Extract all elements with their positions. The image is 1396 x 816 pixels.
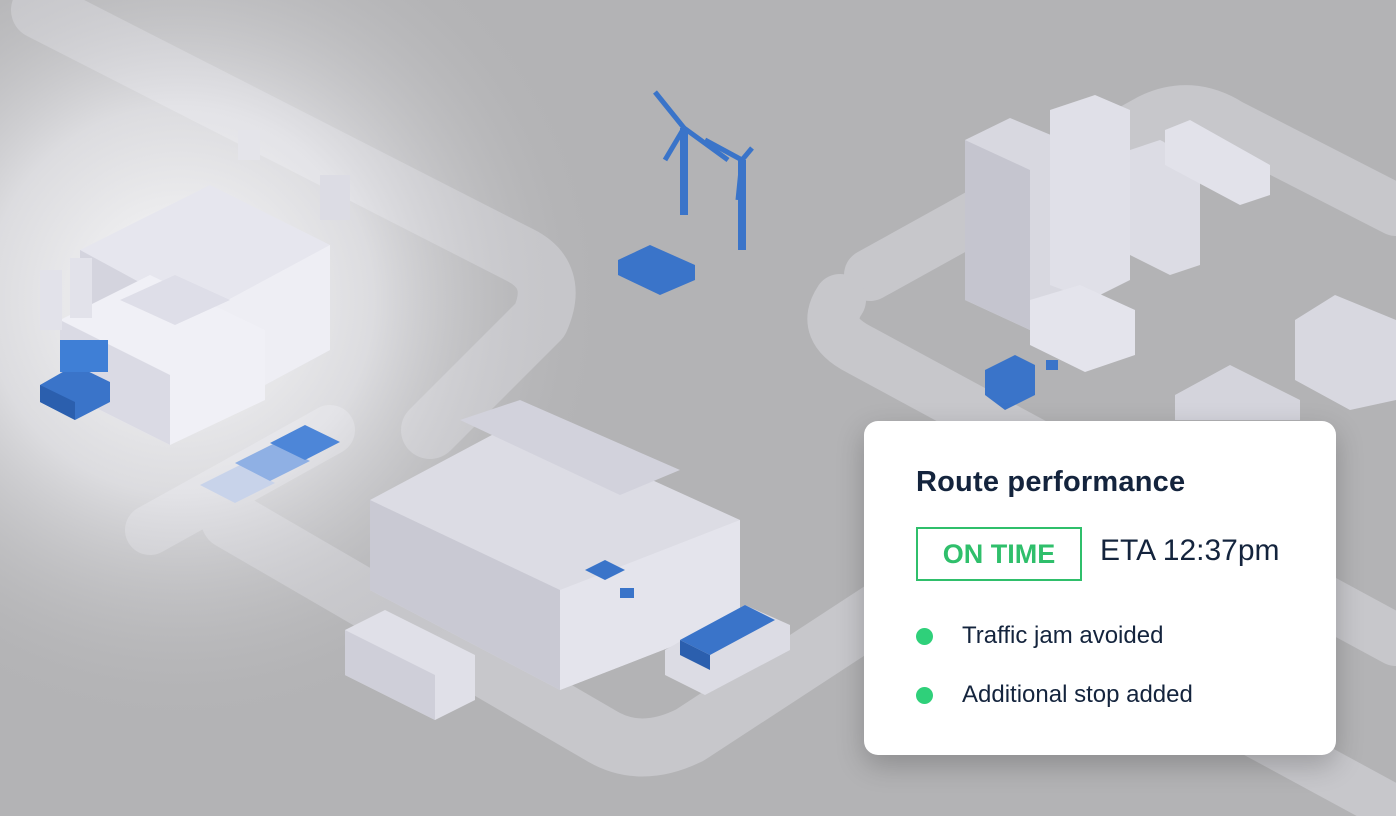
event-item: Additional stop added [916, 680, 1193, 710]
wind-turbines [618, 90, 754, 295]
delivery-trucks [345, 605, 790, 720]
blue-truck [40, 340, 110, 420]
card-title: Route performance [916, 466, 1186, 498]
city-buildings [965, 95, 1396, 420]
status-badge: ON TIME [916, 527, 1082, 581]
route-performance-card: Route performance ON TIME ETA 12:37pm Tr… [864, 421, 1336, 755]
green-dot-icon [916, 686, 933, 704]
route-highlight [200, 425, 340, 503]
event-item: Traffic jam avoided [916, 621, 1163, 651]
eta-value: ETA 12:37pm [1100, 534, 1280, 567]
green-dot-icon [916, 627, 933, 645]
warehouse-building [370, 400, 740, 690]
event-label: Traffic jam avoided [962, 622, 1164, 649]
event-label: Additional stop added [962, 681, 1193, 708]
factory-building [40, 130, 350, 445]
